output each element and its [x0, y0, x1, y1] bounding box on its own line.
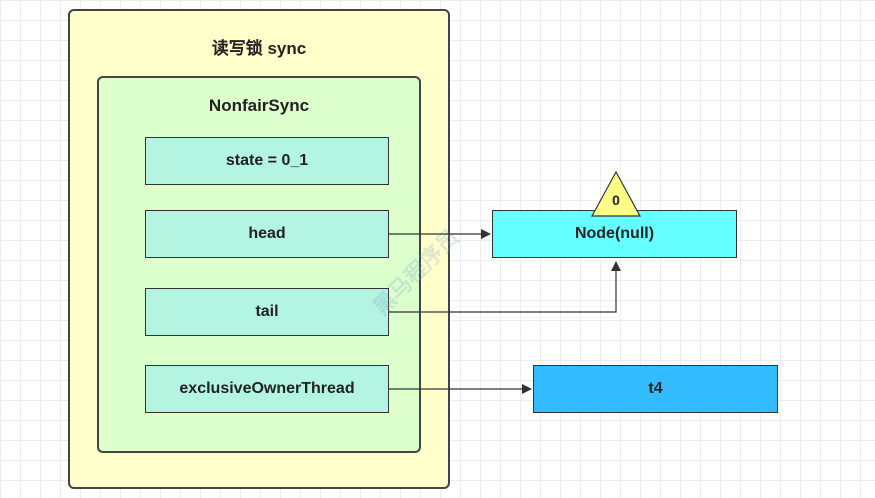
owner-thread-field: exclusiveOwnerThread [145, 365, 389, 413]
waitstatus-badge-label: 0 [612, 192, 620, 208]
tail-field: tail [145, 288, 389, 336]
state-field: state = 0_1 [145, 137, 389, 185]
thread-t4-box: t4 [533, 365, 778, 413]
node-null-box: Node(null) [492, 210, 737, 258]
tail-arrow [389, 261, 621, 313]
nonfairsync-title: NonfairSync [208, 96, 310, 115]
waitstatus-badge [590, 170, 642, 217]
head-field: head [145, 210, 389, 258]
sync-title: 读写锁 sync [211, 39, 307, 58]
